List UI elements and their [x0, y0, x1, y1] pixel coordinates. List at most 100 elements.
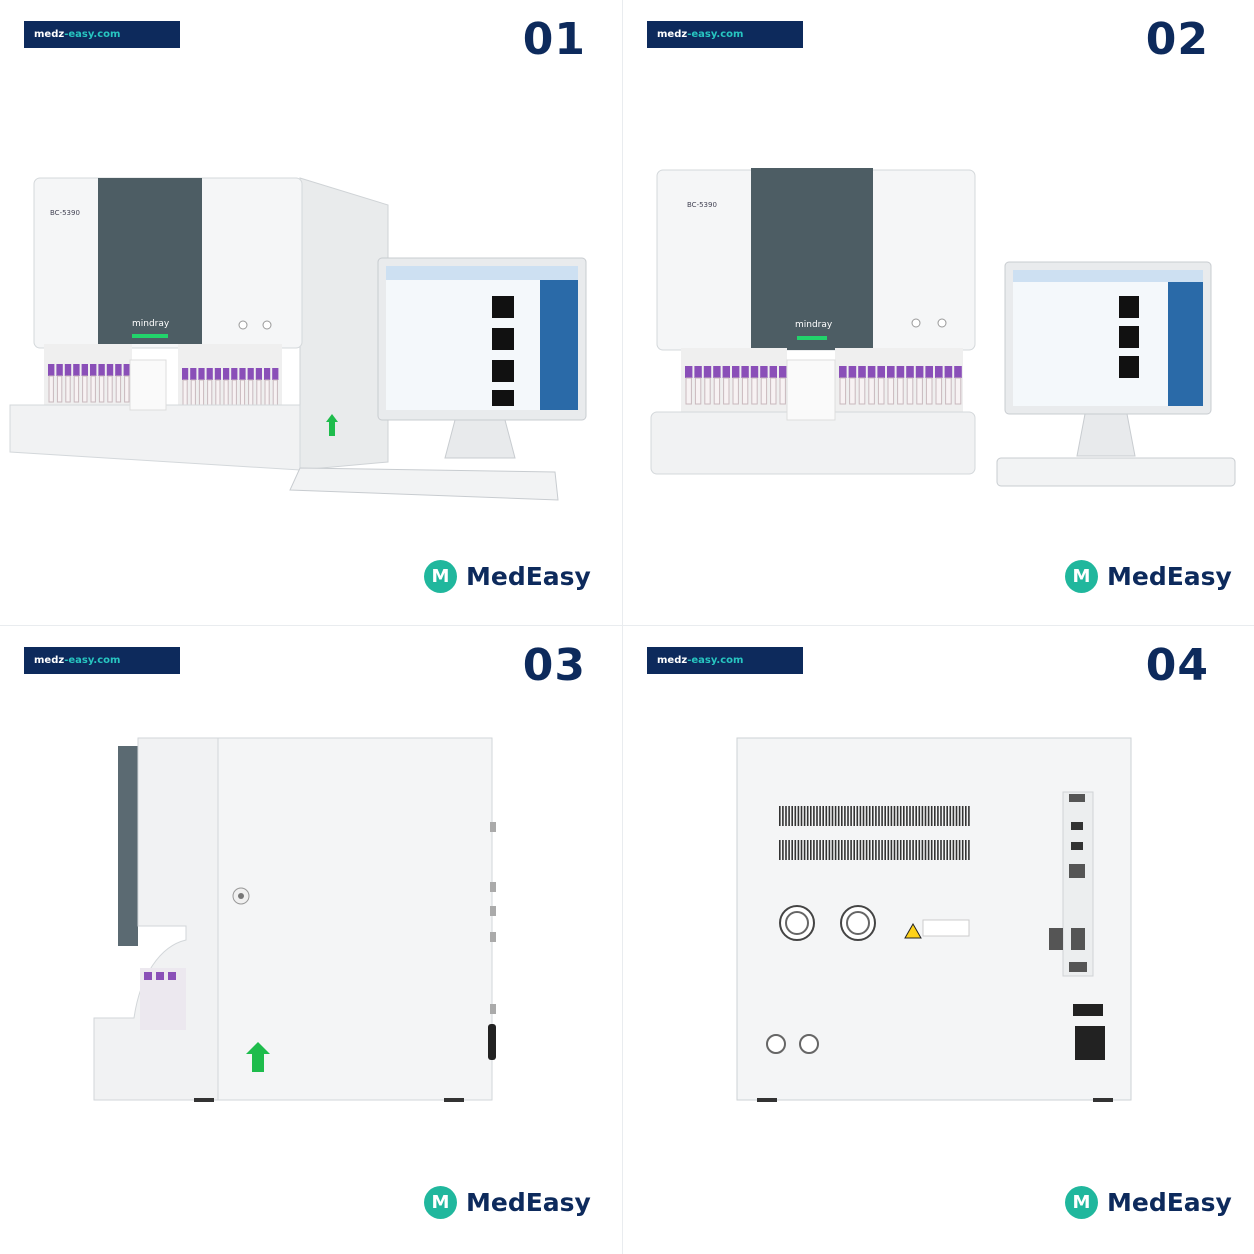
- tube-cap: [954, 366, 962, 378]
- vent-slot: [859, 840, 862, 860]
- vent-slot: [934, 840, 936, 860]
- vent-slot: [893, 806, 896, 826]
- tube-body: [215, 379, 221, 407]
- vent-slot: [961, 840, 964, 860]
- vent-slot: [930, 806, 933, 826]
- tube-cap: [90, 364, 97, 376]
- vent-slot: [906, 840, 908, 860]
- vent-slot: [800, 840, 803, 860]
- vent-slot: [813, 806, 815, 826]
- tube-body: [685, 377, 692, 405]
- vent-slot: [862, 840, 865, 860]
- tube-cap: [123, 364, 130, 376]
- vent-slot: [887, 840, 890, 860]
- medeasy-logo: M MedEasy: [424, 558, 591, 594]
- tube-body: [751, 377, 758, 405]
- vent-slot: [803, 840, 806, 860]
- vent-slot: [903, 806, 905, 826]
- medeasy-logo: M MedEasy: [1065, 558, 1232, 594]
- tube-cap: [255, 368, 262, 380]
- tube-body: [56, 375, 63, 403]
- vent-slot: [918, 840, 921, 860]
- vent-slot: [965, 806, 967, 826]
- panel-02[interactable]: medz-easy.com 02 mindray BC-5390 M Med: [623, 0, 1245, 625]
- vent-slot: [875, 840, 877, 860]
- tube-body: [732, 377, 739, 405]
- tube-body: [231, 379, 237, 407]
- vent-slot: [943, 840, 945, 860]
- tube-cap: [214, 368, 221, 380]
- vent-slot: [955, 806, 958, 826]
- vent-slot: [794, 840, 797, 860]
- site-url-bar[interactable]: medz-easy.com: [24, 21, 180, 48]
- tube-body: [248, 379, 254, 407]
- vent-slot: [915, 840, 917, 860]
- tube-body: [223, 379, 229, 407]
- tube-body: [713, 377, 721, 405]
- tube-cap: [703, 366, 712, 378]
- vent-slot: [934, 806, 936, 826]
- tube-cap: [115, 364, 122, 376]
- device-brand-label: mindray: [795, 320, 833, 330]
- vent-slot: [937, 840, 939, 860]
- vent-slot: [899, 806, 902, 826]
- tube-cap: [239, 368, 246, 380]
- tube-cap: [935, 366, 943, 378]
- tube-body: [190, 379, 196, 407]
- vent-slot: [825, 840, 828, 860]
- vent-slot: [958, 806, 961, 826]
- vent-slot: [958, 840, 961, 860]
- vent-slot: [788, 806, 790, 826]
- vent-slot: [856, 840, 859, 860]
- site-url-bar[interactable]: medz-easy.com: [647, 21, 803, 48]
- vent-slot: [865, 840, 868, 860]
- vent-slot: [791, 840, 793, 860]
- tube-cap: [887, 366, 895, 378]
- tube-body: [48, 375, 54, 403]
- tube-cap: [896, 366, 905, 378]
- tube-body: [124, 375, 130, 403]
- brand-name: MedEasy: [466, 561, 591, 591]
- site-url-bar[interactable]: medz-easy.com: [24, 647, 180, 674]
- vent-slot: [782, 840, 784, 860]
- tube-cap: [779, 366, 787, 378]
- panel-01[interactable]: medz-easy.com 01 mindray BC-5390: [0, 0, 622, 625]
- tube-cap: [73, 364, 80, 376]
- vent-slot: [841, 806, 843, 826]
- vent-slot: [965, 840, 967, 860]
- tube-cap: [769, 366, 777, 378]
- tube-body: [877, 377, 885, 405]
- vent-slot: [785, 840, 787, 860]
- tube-cap: [877, 366, 885, 378]
- vent-slot: [927, 840, 930, 860]
- panel-number: 04: [1145, 640, 1209, 691]
- medeasy-logo: M MedEasy: [1065, 1184, 1232, 1220]
- tube-cap: [858, 366, 866, 378]
- vent-slot: [837, 840, 840, 860]
- brand-name: MedEasy: [466, 1187, 591, 1217]
- vent-slot: [856, 806, 859, 826]
- vent-slot: [868, 840, 871, 860]
- vent-slot: [803, 806, 806, 826]
- tube-cap: [98, 364, 105, 376]
- vent-slot: [862, 806, 865, 826]
- vent-slot: [810, 806, 812, 826]
- tube-body: [272, 379, 278, 407]
- vent-slot: [881, 840, 883, 860]
- tube-cap: [190, 368, 197, 380]
- tube-cap: [81, 364, 88, 376]
- tube-cap: [906, 366, 914, 378]
- model-label: BC-5390: [687, 201, 717, 209]
- vent-slot: [915, 806, 917, 826]
- panel-number: 03: [522, 640, 586, 691]
- vent-slot: [797, 806, 800, 826]
- tube-body: [65, 375, 71, 403]
- site-url-bar[interactable]: medz-easy.com: [647, 647, 803, 674]
- vent-slot: [903, 840, 905, 860]
- panel-04[interactable]: medz-easy.com 04 M MedEasy: [623, 626, 1245, 1251]
- panel-03[interactable]: medz-easy.com 03 M MedEasy: [0, 626, 622, 1251]
- tube-cap: [694, 366, 702, 378]
- vent-slot: [825, 806, 828, 826]
- vent-slot: [884, 840, 886, 860]
- vent-slot: [921, 806, 924, 826]
